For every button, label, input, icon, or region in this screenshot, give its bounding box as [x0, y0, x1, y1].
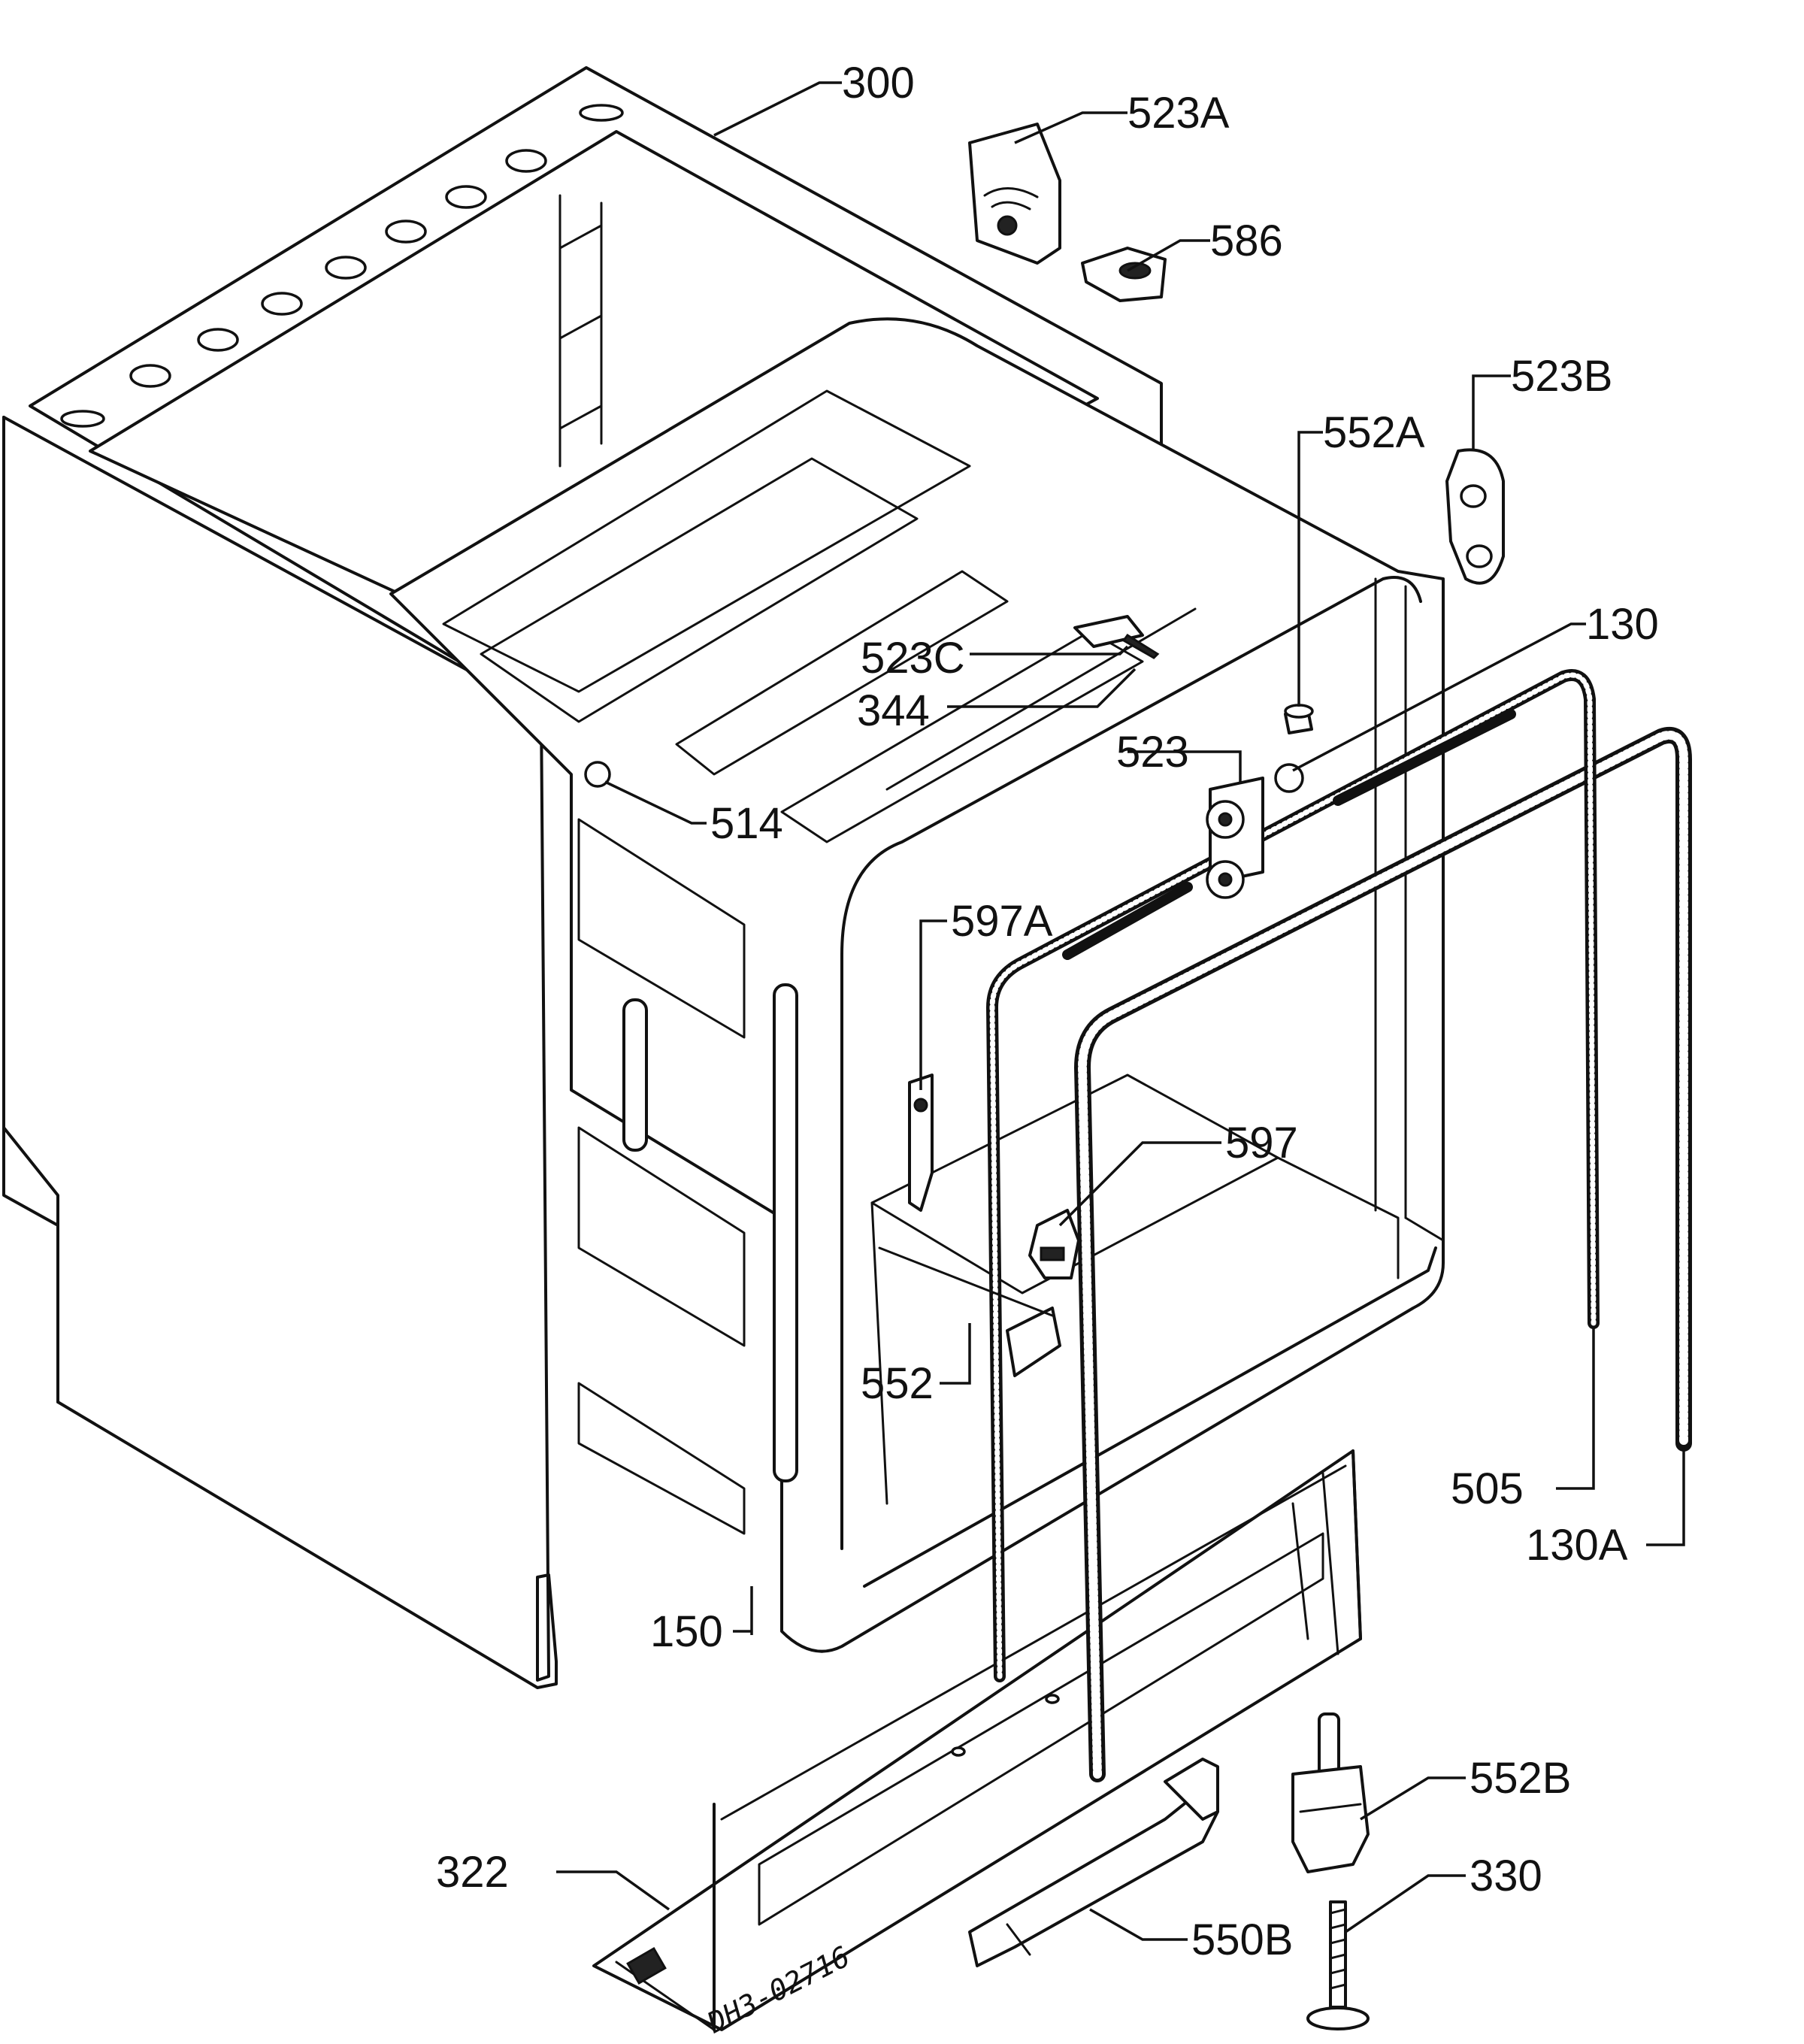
part-label-550b: 550B — [1191, 1915, 1293, 1964]
foot-552b — [1291, 1712, 1370, 1873]
part-label-505: 505 — [1451, 1464, 1524, 1513]
part-label-552: 552 — [861, 1359, 934, 1408]
bracket-523a — [968, 123, 1061, 265]
hinge-wheel-523 — [1206, 777, 1264, 899]
part-label-150: 150 — [650, 1607, 723, 1656]
part-label-523: 523 — [1116, 728, 1189, 777]
bracket-550b — [968, 1758, 1219, 1967]
part-label-597a: 597A — [951, 897, 1053, 946]
hook-597a — [908, 1073, 934, 1212]
hinge-bracket-523c — [1073, 615, 1160, 659]
part-label-586: 586 — [1210, 217, 1283, 265]
gasket-505 — [986, 669, 1600, 1682]
plug-514 — [584, 761, 611, 788]
part-label-130: 130 — [1586, 600, 1659, 649]
part-label-330: 330 — [1470, 1852, 1542, 1900]
hinge-plate-523b — [1445, 448, 1505, 585]
rail-552 — [878, 1246, 1061, 1377]
part-label-130a: 130A — [1526, 1521, 1628, 1570]
part-label-344: 344 — [857, 686, 930, 735]
clip-597 — [1028, 1209, 1080, 1279]
part-label-300: 300 — [842, 59, 915, 107]
o-ring-130 — [1274, 763, 1304, 793]
part-label-523a: 523A — [1128, 89, 1230, 138]
part-label-523c: 523C — [861, 634, 965, 683]
leader-lines — [556, 81, 1685, 1941]
plinth-322 — [592, 1449, 1362, 2031]
part-label-322: 322 — [436, 1848, 509, 1897]
part-label-597: 597 — [1225, 1119, 1298, 1167]
part-label-523b: 523B — [1511, 352, 1612, 401]
screw-552a — [1284, 704, 1314, 734]
tub-150 — [389, 317, 1445, 1653]
part-label-552a: 552A — [1323, 408, 1425, 457]
part-label-552b: 552B — [1470, 1754, 1571, 1803]
door-seal-130a — [1074, 727, 1692, 1782]
part-label-514: 514 — [710, 799, 783, 848]
screw-330 — [1306, 1900, 1370, 2030]
